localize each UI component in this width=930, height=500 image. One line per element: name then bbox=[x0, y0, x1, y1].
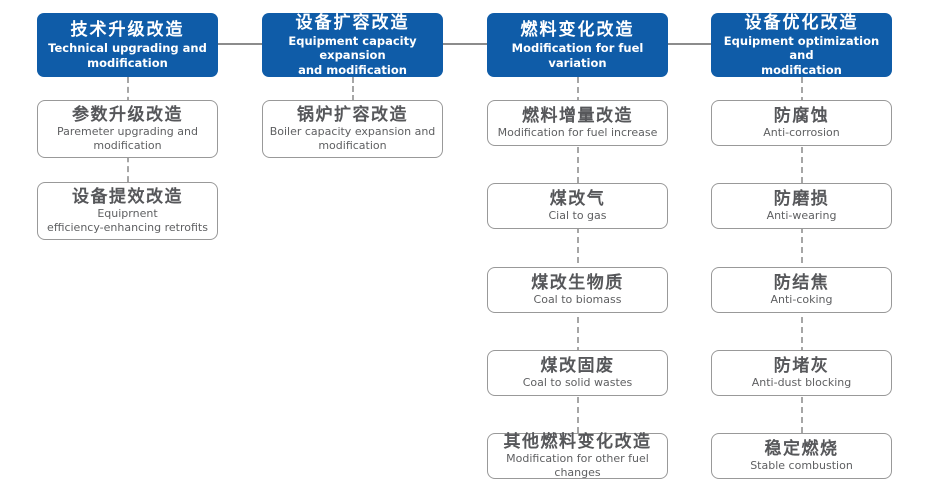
node-subtitle-en: Stable combustion bbox=[750, 459, 853, 473]
node-subtitle-en: Modification for fuel increase bbox=[497, 126, 658, 140]
header-title-zh: 设备扩容改造 bbox=[295, 12, 410, 33]
node-subtitle-en: Equiprnent efficiency-enhancing retrofit… bbox=[47, 206, 208, 235]
node-subtitle-en: Anti-corrosion bbox=[763, 126, 840, 140]
node-subtitle-en: Coal to solid wastes bbox=[522, 376, 633, 390]
column-dashed-connector bbox=[576, 77, 579, 443]
node-title-zh: 煤改生物质 bbox=[531, 272, 624, 293]
node-title-zh: 防堵灰 bbox=[773, 355, 830, 376]
node-title-zh: 参数升级改造 bbox=[72, 104, 183, 125]
node-subtitle-en: Cial to gas bbox=[548, 209, 607, 223]
column-dashed-connector bbox=[800, 77, 803, 443]
node-title-zh: 煤改固废 bbox=[540, 355, 615, 376]
node-subtitle-en: Coal to biomass bbox=[533, 293, 622, 307]
node-subtitle-en: Anti-coking bbox=[770, 293, 833, 307]
header-title-zh: 设备优化改造 bbox=[744, 12, 859, 33]
node-title-zh: 其他燃料变化改造 bbox=[503, 431, 652, 452]
node-title-zh: 燃料增量改造 bbox=[522, 105, 633, 126]
node-title-zh: 防磨损 bbox=[773, 188, 830, 209]
header-subtitle-en: Equipment capacity expansion and modific… bbox=[288, 34, 417, 77]
column-dashed-connector bbox=[351, 77, 354, 110]
node-subtitle-en: Anti-wearing bbox=[766, 209, 837, 223]
node-title-zh: 稳定燃烧 bbox=[764, 438, 839, 459]
node-title-zh: 煤改气 bbox=[549, 188, 606, 209]
node-subtitle-en: Anti-dust blocking bbox=[751, 376, 852, 390]
node-title-zh: 防结焦 bbox=[773, 272, 830, 293]
header-subtitle-en: Equipment optimization and modification bbox=[723, 34, 880, 77]
node-subtitle-en: Paremeter upgrading and modification bbox=[57, 124, 198, 153]
node-subtitle-en: Modification for other fuel changes bbox=[506, 451, 649, 480]
node-title-zh: 锅炉扩容改造 bbox=[297, 104, 408, 125]
node-title-zh: 设备提效改造 bbox=[72, 186, 183, 207]
node-title-zh: 防腐蚀 bbox=[773, 105, 830, 126]
header-connector-line bbox=[127, 43, 802, 45]
header-title-zh: 燃料变化改造 bbox=[520, 20, 635, 40]
header-subtitle-en: Technical upgrading and modification bbox=[48, 41, 207, 70]
node-subtitle-en: Boiler capacity expansion and modificati… bbox=[269, 124, 436, 153]
header-title-zh: 技术升级改造 bbox=[70, 20, 185, 40]
header-subtitle-en: Modification for fuel variation bbox=[511, 41, 644, 70]
